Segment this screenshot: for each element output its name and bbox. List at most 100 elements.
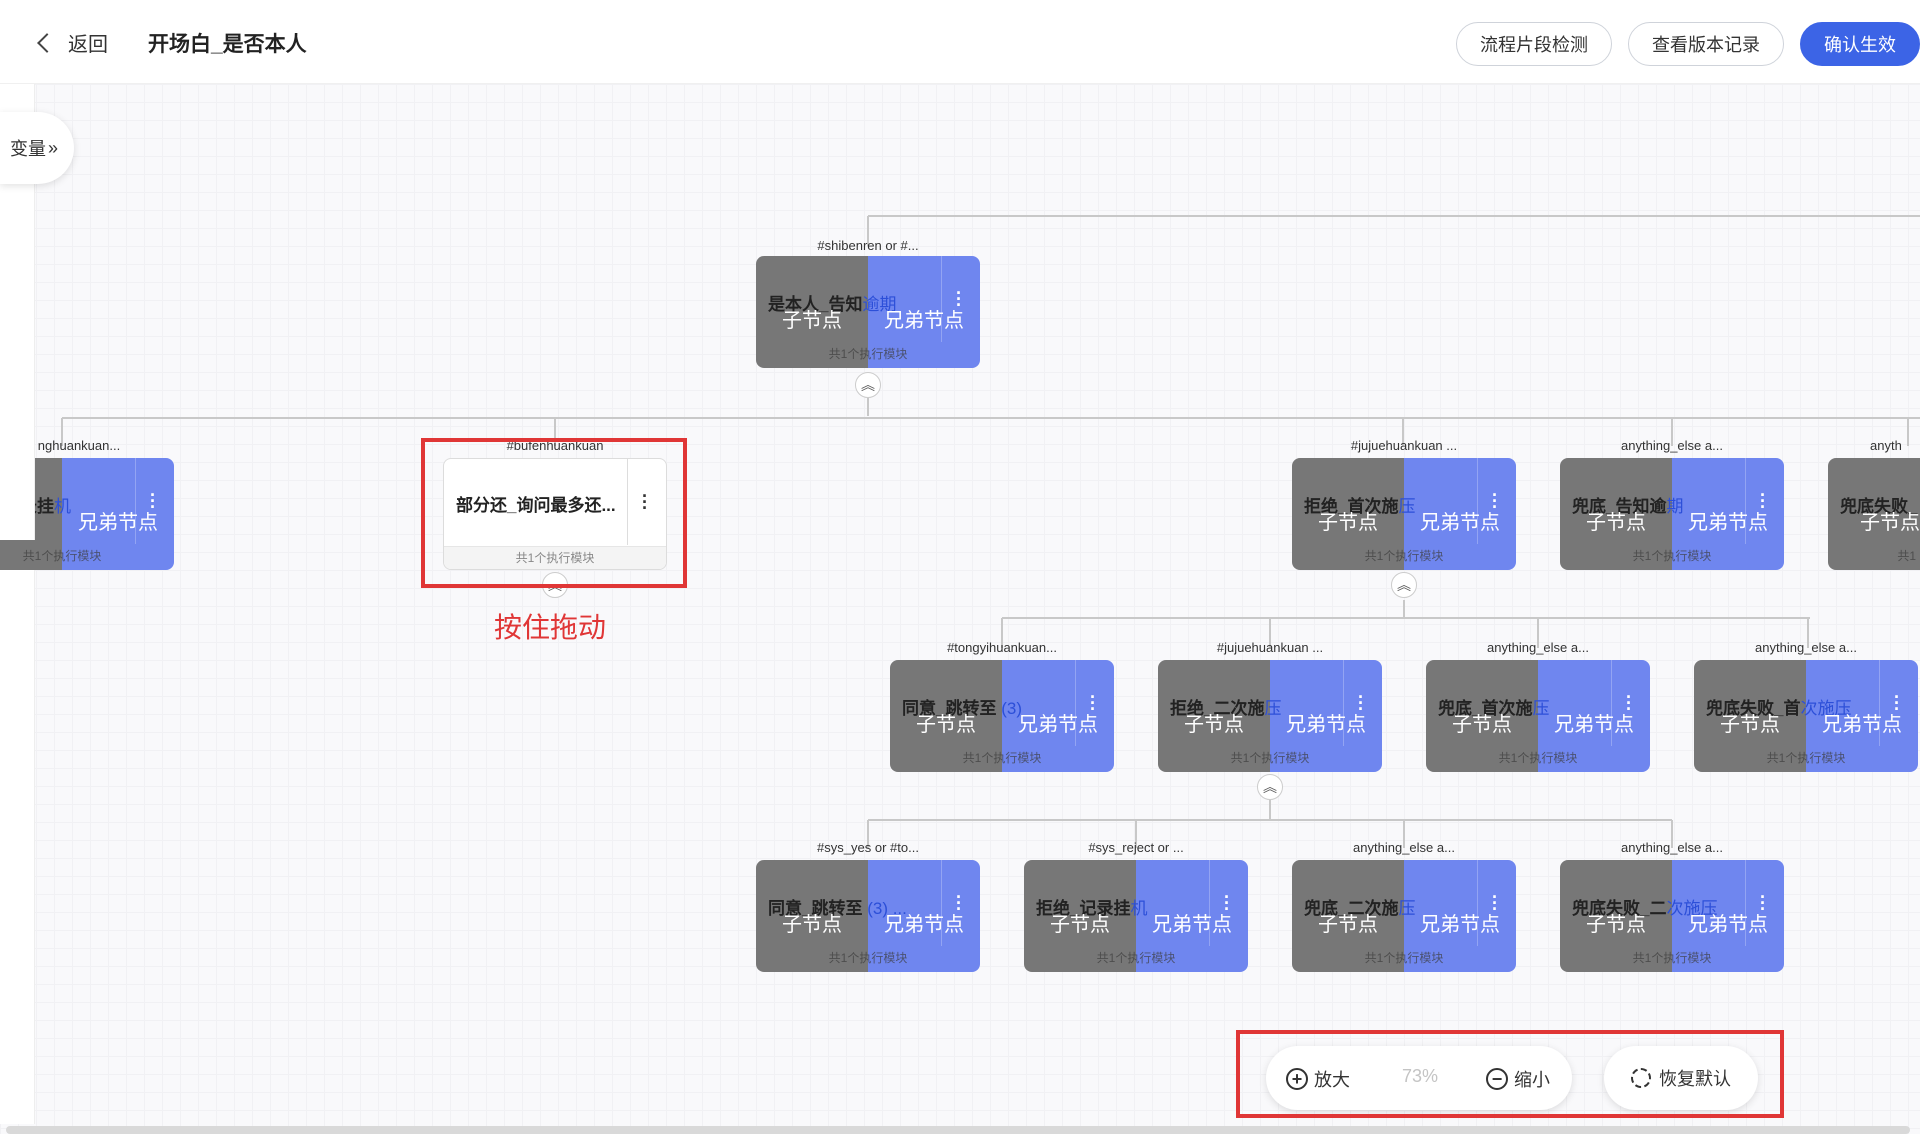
node-title: 兜底_首次施压	[1438, 699, 1550, 718]
child-node-zone[interactable]: 子节点	[1318, 512, 1378, 534]
child-node-zone[interactable]: 子节点	[1860, 512, 1920, 534]
condition-label: #jujuehuankuan ...	[1216, 640, 1324, 655]
sibling-node-zone[interactable]: 兄弟节点	[1822, 714, 1902, 736]
node-footer: 共1个执行模块	[1230, 751, 1310, 765]
node-footer: 共1个执行模块	[1364, 549, 1444, 563]
child-node-zone[interactable]: 子节点	[1050, 914, 1110, 936]
more-vertical-icon[interactable]: ···	[1760, 887, 1766, 919]
more-vertical-icon[interactable]: ···	[1492, 887, 1498, 919]
divider	[135, 458, 136, 544]
confirm-button[interactable]: 确认生效	[1800, 22, 1920, 66]
collapse-up-icon[interactable]: ︽	[1391, 572, 1417, 598]
node-title: 兜底_二次施压	[1304, 899, 1416, 918]
divider	[1209, 860, 1210, 946]
node-reject-hangup[interactable]: 拒绝_记录挂机 子节点 兄弟节点 ··· 共1个执行模块	[1024, 860, 1248, 972]
divider	[627, 459, 628, 545]
reset-zoom-button[interactable]: 恢复默认	[1604, 1046, 1758, 1110]
more-vertical-icon[interactable]: ···	[1358, 687, 1364, 719]
child-node-zone[interactable]: 子节点	[782, 310, 842, 332]
sibling-node-zone[interactable]: 兄弟节点	[1554, 714, 1634, 736]
sibling-node-zone[interactable]: 兄弟节点	[78, 512, 158, 534]
more-vertical-icon[interactable]: ···	[1894, 687, 1900, 719]
child-node-zone[interactable]: 子节点	[1452, 714, 1512, 736]
node-title: 拒绝_首次施压	[1304, 497, 1416, 516]
sibling-node-zone[interactable]: 兄弟节点	[884, 914, 964, 936]
child-node-zone[interactable]: 子节点	[1720, 714, 1780, 736]
node-title: 同意_跳转至 (3)	[902, 699, 1022, 718]
divider	[1075, 660, 1076, 746]
zoom-in-label: 放大	[1314, 1070, 1350, 1090]
more-vertical-icon[interactable]: ···	[956, 283, 962, 315]
child-node-zone[interactable]: 子节点	[782, 914, 842, 936]
node-default-notify[interactable]: 兜底_告知逾期 子节点 兄弟节点 ··· 共1个执行模块	[1560, 458, 1784, 570]
sibling-node-zone[interactable]: 兄弟节点	[1420, 512, 1500, 534]
condition-label: anything_else a...	[1353, 840, 1455, 855]
back-button[interactable]: 返回	[37, 28, 108, 57]
more-vertical-icon[interactable]: ···	[1760, 485, 1766, 517]
node-footer: 共1个执行模块	[828, 951, 908, 965]
node-reject-second[interactable]: 拒绝_二次施压 子节点 兄弟节点 ··· 共1个执行模块	[1158, 660, 1382, 772]
plus-circle-icon: +	[1286, 1068, 1308, 1090]
node-footer: 共1个执行模块	[1096, 951, 1176, 965]
node-root[interactable]: 是本人_告知逾期 子节点 兄弟节点 ··· 共1个执行模块	[756, 256, 980, 368]
more-vertical-icon[interactable]: ···	[956, 887, 962, 919]
node-fail-first[interactable]: 兜底失败_首次施压 子节点 兄弟节点 ··· 共1个执行模块	[1694, 660, 1918, 772]
node-title: 是本人_告知逾期	[768, 295, 897, 314]
node-title: 兜底_告知逾期	[1572, 497, 1684, 516]
more-vertical-icon[interactable]: ···	[1626, 687, 1632, 719]
node-dragging[interactable]: 部分还_询问最多还... ··· 共1个执行模块	[443, 458, 667, 570]
top-header: 返回 开场白_是否本人 流程片段检测 查看版本记录 确认生效	[0, 0, 1920, 84]
zoom-highlight-box	[1236, 1030, 1784, 1118]
condition-label: #tongyihuankuan...	[947, 640, 1057, 655]
divider	[1745, 860, 1746, 946]
more-vertical-icon[interactable]: ···	[150, 485, 156, 517]
zoom-out-button[interactable]: − 缩小	[1486, 1066, 1550, 1092]
page-title: 开场白_是否本人	[148, 33, 307, 56]
more-vertical-icon[interactable]: ···	[1224, 887, 1230, 919]
zoom-out-label: 缩小	[1514, 1070, 1550, 1090]
condition-label: #sys_yes or #to...	[817, 840, 919, 855]
zoom-level: 73%	[1402, 1066, 1439, 1086]
sibling-node-zone[interactable]: 兄弟节点	[1286, 714, 1366, 736]
node-agree-jump[interactable]: 同意_跳转至 (3) 子节点 兄弟节点 ··· 共1个执行模块	[890, 660, 1114, 772]
more-vertical-icon[interactable]: ···	[1492, 485, 1498, 517]
more-vertical-icon[interactable]: ···	[1090, 687, 1096, 719]
collapse-up-icon[interactable]: ︽	[855, 372, 881, 398]
node-title: 兜底失败_	[1840, 497, 1918, 516]
child-node-zone[interactable]: 子节点	[1586, 512, 1646, 534]
node-title: 拒绝_二次施压	[1170, 699, 1282, 718]
node-default-second[interactable]: 兜底_二次施压 子节点 兄弟节点 ··· 共1个执行模块	[1292, 860, 1516, 972]
node-fail-clipped[interactable]: 兜底失败_ 子节点 共1	[1828, 458, 1920, 570]
condition-label: #jujuehuankuan ...	[1350, 438, 1458, 453]
sibling-node-zone[interactable]: 兄弟节点	[1152, 914, 1232, 936]
sibling-node-zone[interactable]: 兄弟节点	[1688, 512, 1768, 534]
version-history-button[interactable]: 查看版本记录	[1628, 22, 1784, 66]
reset-label: 恢复默认	[1659, 1069, 1731, 1089]
node-fail-second[interactable]: 兜底失败_二次施压 子节点 兄弟节点 ··· 共1个执行模块	[1560, 860, 1784, 972]
flow-check-button[interactable]: 流程片段检测	[1456, 22, 1612, 66]
node-agree-jump-2[interactable]: 同意_跳转至 (3) ... 子节点 兄弟节点 ··· 共1个执行模块	[756, 860, 980, 972]
child-node-zone[interactable]: 子节点	[1184, 714, 1244, 736]
more-vertical-icon[interactable]: ···	[642, 486, 648, 518]
sibling-node-zone[interactable]: 兄弟节点	[1018, 714, 1098, 736]
node-default-first[interactable]: 兜底_首次施压 子节点 兄弟节点 ··· 共1个执行模块	[1426, 660, 1650, 772]
condition-label: anything_else a...	[1487, 640, 1589, 655]
child-node-zone[interactable]: 子节点	[1586, 914, 1646, 936]
sidebar-overlay	[0, 420, 35, 540]
horizontal-scrollbar[interactable]	[6, 1126, 1910, 1134]
child-node-zone[interactable]: 子节点	[1318, 914, 1378, 936]
zoom-in-button[interactable]: + 放大	[1286, 1066, 1350, 1092]
collapse-up-icon[interactable]: ︽	[1257, 774, 1283, 800]
condition-label: anything_else a...	[1755, 640, 1857, 655]
node-title: 同意_跳转至 (3) ...	[768, 899, 907, 918]
variables-toggle[interactable]: 变量 »	[0, 112, 74, 184]
sibling-node-zone[interactable]: 兄弟节点	[884, 310, 964, 332]
node-reject-first[interactable]: 拒绝_首次施压 子节点 兄弟节点 ··· 共1个执行模块	[1292, 458, 1516, 570]
child-node-zone[interactable]: 子节点	[916, 714, 976, 736]
node-footer: 共1个执行模块	[22, 549, 102, 563]
sibling-node-zone[interactable]: 兄弟节点	[1688, 914, 1768, 936]
sibling-node-zone[interactable]: 兄弟节点	[1420, 914, 1500, 936]
drag-hint-text: 按住拖动	[494, 612, 607, 643]
condition-label: nghuankuan...	[37, 438, 121, 453]
